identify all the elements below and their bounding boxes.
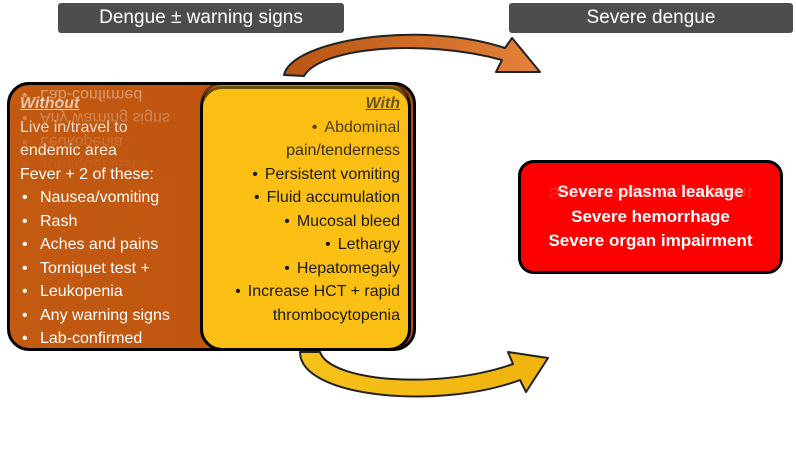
list-item-text: Fluid accumulation	[266, 189, 400, 206]
without-title: Without	[20, 95, 80, 112]
list-item: • Hepatomegaly	[205, 257, 400, 281]
list-item-text: Persistent vomiting	[264, 165, 400, 183]
list-item: • Abdominal	[205, 116, 400, 140]
severe-criterion: Severe hemorrhage	[571, 206, 730, 226]
list-item-text: pain/tenderness	[286, 142, 400, 159]
bullet: •	[235, 283, 241, 300]
severe-criterion: Severe plasma leakage	[557, 182, 744, 202]
without-column: Without Live in/travel to endemic area F…	[20, 92, 220, 351]
list-item: • Mucosal bleed	[205, 210, 400, 234]
severe-criterion: Severe organ impairment	[548, 231, 753, 251]
with-column: With •Abdominal pain/tenderness •Persist…	[205, 92, 400, 327]
list-item: pain/tenderness	[205, 139, 400, 163]
list-item: Any warning signs	[20, 304, 220, 328]
lower-arrow-icon	[299, 351, 549, 398]
list-item: • Fluid accumulation	[205, 186, 400, 210]
list-item: Nausea/vomiting	[20, 186, 220, 210]
upper-arrow-icon	[283, 33, 541, 77]
list-item-text: Mucosal bleed	[296, 212, 400, 230]
list-item: Rash	[20, 210, 220, 234]
with-warning-signs-panel: With •Abdominal pain/tenderness •Persist…	[200, 86, 411, 351]
list-item: • Lethargy	[205, 233, 400, 257]
without-criteria-list: Nausea/vomiting Rash Aches and pains Tor…	[20, 186, 220, 351]
bullet: •	[253, 189, 260, 206]
list-item: • Increase HCT + rapid	[205, 280, 400, 304]
severe-dengue-panel: Severe plasma leakage Severe hemorrhage …	[518, 160, 783, 274]
list-item: Torniquet test +	[20, 257, 220, 281]
bullet: •	[311, 118, 318, 136]
without-intro-line: endemic area	[20, 142, 117, 159]
list-item-text: Lethargy	[337, 236, 400, 253]
bullet: •	[284, 212, 290, 230]
list-item-text: Hepatomegaly	[296, 259, 400, 277]
dengue-warning-signs-header: Dengue ± warning signs	[58, 3, 344, 33]
list-item-text: Abdominal	[324, 118, 400, 136]
list-item-text: Increase HCT + rapid	[247, 283, 400, 300]
list-item-text: thrombocytopenia	[272, 306, 400, 324]
with-title: With	[365, 95, 400, 112]
list-item: Leukopenia	[20, 280, 220, 304]
list-item: Aches and pains	[20, 233, 220, 257]
bullet: •	[284, 259, 290, 277]
without-intro-line: Fever + 2 of these:	[20, 165, 154, 183]
list-item: • Persistent vomiting	[205, 163, 400, 187]
list-item: thrombocytopenia	[205, 304, 400, 328]
without-intro-line: Live in/travel to	[20, 118, 128, 136]
severe-dengue-header: Severe dengue	[509, 3, 793, 33]
bullet: •	[252, 165, 258, 183]
list-item: Lab-confirmed	[20, 327, 220, 351]
bullet: •	[325, 236, 331, 253]
